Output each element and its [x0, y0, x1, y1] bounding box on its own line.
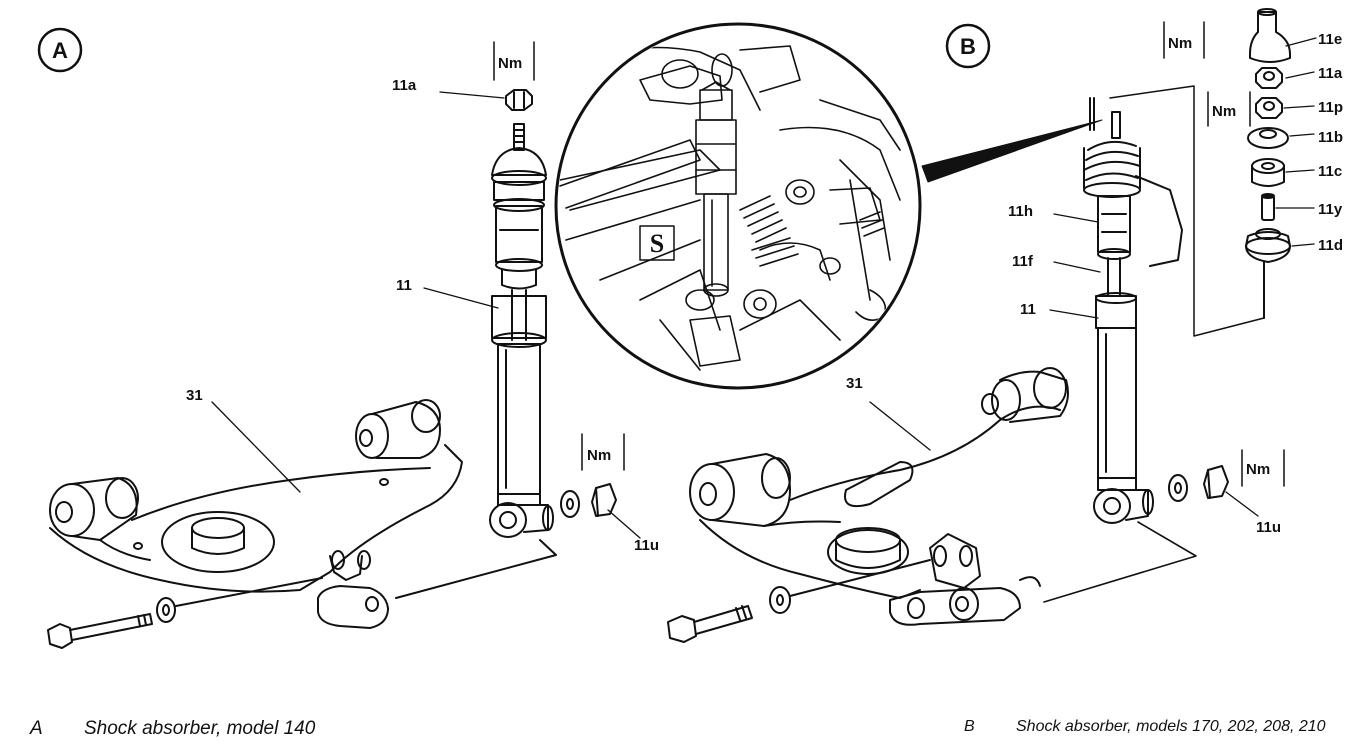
label-11a-view-a: 11a — [392, 77, 417, 94]
view-b-part-11e — [1249, 8, 1291, 63]
label-11a-view-b: 11a — [1318, 65, 1343, 82]
view-a-torque-bottom-bracket — [581, 433, 625, 471]
torque-top-view-b: Nm — [1168, 35, 1192, 52]
label-11h: 11h — [1008, 203, 1033, 220]
view-b-torque-mid-bracket — [1207, 91, 1251, 127]
caption-view-b: Shock absorber, models 170, 202, 208, 21… — [1016, 718, 1326, 735]
view-b-part-11p — [1255, 97, 1283, 119]
view-b-torque-top-bracket — [1163, 21, 1205, 59]
torque-top-view-a: Nm — [498, 55, 522, 72]
label-11d: 11d — [1318, 237, 1343, 254]
view-b-part-11c — [1251, 158, 1285, 187]
view-b-part-11y — [1261, 193, 1275, 221]
view-a-nut-11u — [591, 483, 617, 517]
label-11u-view-a: 11u — [634, 537, 659, 554]
torque-bottom-view-a: Nm — [587, 447, 611, 464]
view-a-torque-top-bracket — [493, 41, 535, 81]
view-b-control-arm — [689, 367, 1069, 626]
label-11-view-b: 11 — [1020, 301, 1036, 318]
view-a-bolt — [47, 613, 153, 649]
view-b-part-11b — [1247, 127, 1289, 149]
view-b-bolt-washer — [769, 586, 791, 614]
view-a-control-arm — [49, 399, 463, 629]
view-b-nut-11u — [1203, 465, 1229, 499]
tool-symbol-box — [639, 225, 675, 261]
label-11f: 11f — [1012, 253, 1034, 270]
caption-view-a: Shock absorber, model 140 — [84, 718, 316, 739]
label-31-view-a: 31 — [186, 387, 203, 404]
view-b-marker — [945, 23, 991, 69]
view-b-washer — [1168, 474, 1188, 502]
tool-symbol: S — [650, 229, 664, 258]
view-a-nut-11a — [505, 89, 533, 111]
label-11c: 11c — [1318, 163, 1342, 180]
view-b-part-11d — [1245, 228, 1291, 319]
view-a-marker — [37, 27, 83, 73]
caption-letter-b: B — [964, 718, 975, 735]
label-11-view-a: 11 — [396, 277, 412, 294]
view-b-part-11a — [1255, 67, 1283, 89]
view-a-washer — [560, 490, 580, 518]
view-b-marker-letter: B — [960, 34, 976, 59]
view-a-marker-letter: A — [52, 38, 68, 63]
label-31-view-b: 31 — [846, 375, 863, 392]
label-11p: 11p — [1318, 99, 1343, 116]
view-b-shock-absorber — [1083, 97, 1183, 524]
view-b-torque-bottom-bracket — [1241, 449, 1285, 487]
caption-letter-a: A — [30, 718, 43, 739]
label-11e: 11e — [1318, 31, 1342, 48]
detail-magnifier — [554, 22, 922, 390]
torque-bottom-view-b: Nm — [1246, 461, 1270, 478]
label-11y: 11y — [1318, 201, 1343, 218]
label-11b: 11b — [1318, 129, 1343, 146]
view-a-shock-absorber — [489, 123, 554, 538]
view-b-bolt — [667, 605, 753, 643]
label-11u-view-b: 11u — [1256, 519, 1281, 536]
view-a-bolt-washer — [156, 597, 176, 623]
detail-pointer — [921, 119, 1103, 183]
torque-mid-view-b: Nm — [1212, 103, 1236, 120]
